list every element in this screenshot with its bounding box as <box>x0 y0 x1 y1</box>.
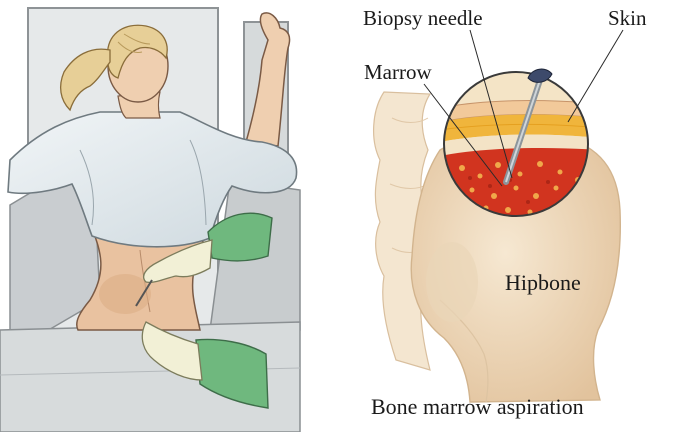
label-marrow: Marrow <box>364 62 432 83</box>
figure-caption: Bone marrow aspiration <box>371 396 584 418</box>
anatomy-view <box>374 30 623 402</box>
patient-scene <box>0 8 300 432</box>
leader-skin <box>568 30 623 122</box>
label-biopsy-needle: Biopsy needle <box>363 8 483 29</box>
label-skin: Skin <box>608 8 647 29</box>
label-hipbone: Hipbone <box>505 272 581 294</box>
